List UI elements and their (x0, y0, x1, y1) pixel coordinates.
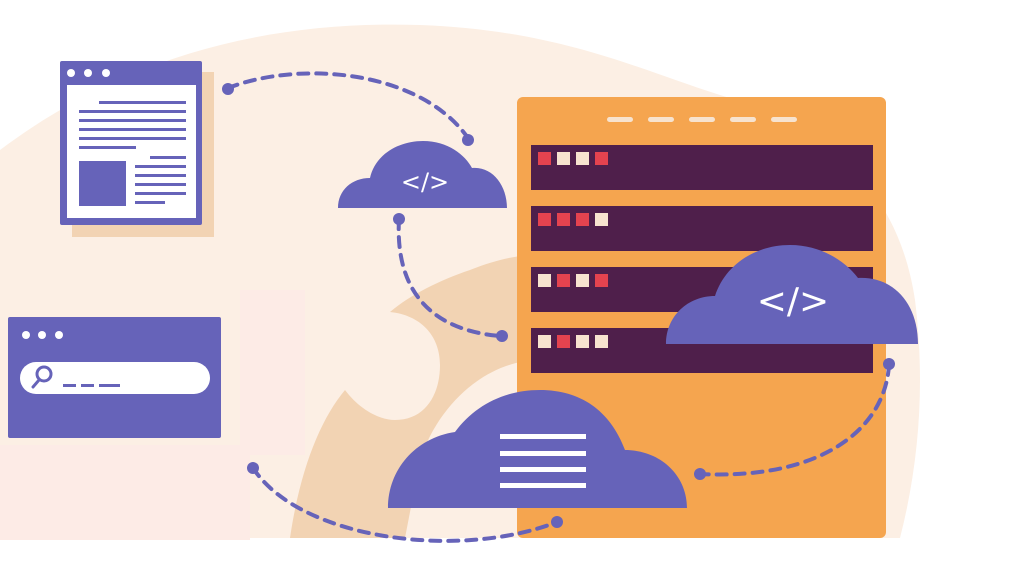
search-placeholder (63, 384, 120, 387)
code-icon: </> (757, 281, 829, 322)
server-unit-2 (531, 206, 873, 251)
code-icon: </> (401, 168, 449, 196)
pale-panel (240, 290, 305, 455)
search-window (8, 317, 221, 438)
server-unit-1 (531, 145, 873, 190)
window-dot (84, 69, 92, 77)
pale-panel (0, 445, 250, 540)
window-dot (38, 331, 46, 339)
document-cloud (388, 390, 687, 508)
document-lines-icon (500, 434, 586, 488)
window-dot (67, 69, 75, 77)
connector-dots (222, 83, 895, 528)
large-code-cloud: </> (666, 245, 918, 344)
document-window (60, 61, 214, 237)
window-dot (22, 331, 30, 339)
window-dot (55, 331, 63, 339)
window-dot (102, 69, 110, 77)
small-code-cloud: </> (338, 141, 507, 208)
server-vent-slots (607, 117, 797, 122)
image-placeholder (79, 161, 126, 206)
connector-lines (226, 71, 891, 543)
search-icon (31, 365, 53, 389)
